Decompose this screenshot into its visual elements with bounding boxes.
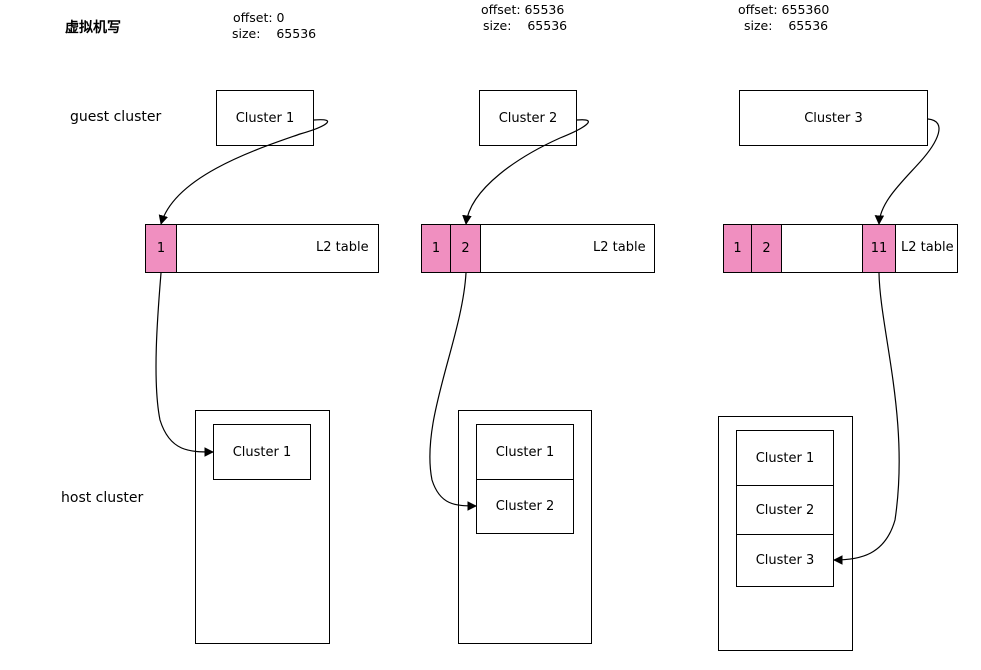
host-cluster-label: host cluster	[61, 490, 144, 506]
host-cluster-3-2: Cluster 2	[736, 485, 834, 535]
l2-table-label-3: L2 table	[901, 240, 954, 255]
offset-label-2: offset: 65536	[481, 2, 565, 17]
guest-cluster-2: Cluster 2	[479, 90, 577, 146]
l2-entry-3-1: 1	[723, 224, 752, 273]
offset-label-3: offset: 655360	[738, 2, 830, 17]
guest-cluster-1: Cluster 1	[216, 90, 314, 146]
offset-label-1: offset: 0	[233, 10, 285, 25]
l2-entry-2-1: 1	[421, 224, 451, 273]
l2-entry-1-1: 1	[145, 224, 177, 273]
host-cluster-2-1: Cluster 1	[476, 424, 574, 480]
host-cluster-1-1: Cluster 1	[213, 424, 311, 480]
l2-entry-3-2: 2	[751, 224, 782, 273]
size-label-1: size: 65536	[232, 26, 317, 41]
size-label-2: size: 65536	[483, 18, 568, 33]
guest-cluster-3: Cluster 3	[739, 90, 928, 146]
l2-table-1	[145, 224, 379, 273]
l2-entry-3-11: 11	[862, 224, 896, 273]
l2-table-label-2: L2 table	[593, 240, 646, 255]
size-label-3: size: 65536	[744, 18, 829, 33]
l2-entry-2-2: 2	[450, 224, 481, 273]
host-cluster-3-3: Cluster 3	[736, 534, 834, 587]
l2-table-label-1: L2 table	[316, 240, 369, 255]
guest-cluster-label: guest cluster	[70, 109, 162, 125]
diagram-title: 虚拟机写	[65, 20, 121, 36]
host-cluster-3-1: Cluster 1	[736, 430, 834, 486]
host-cluster-2-2: Cluster 2	[476, 479, 574, 534]
